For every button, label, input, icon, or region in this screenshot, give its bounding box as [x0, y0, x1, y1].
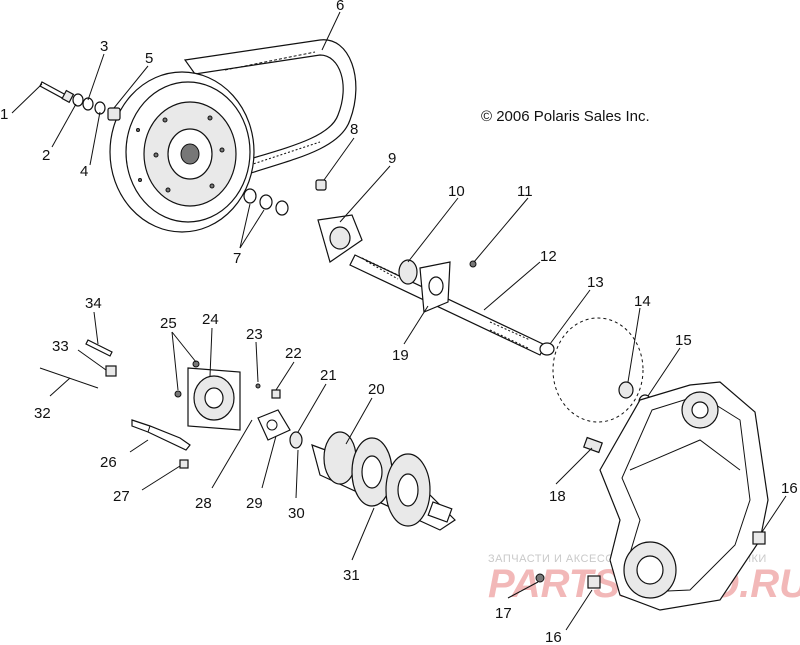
clip-33 — [105, 365, 117, 377]
callout-10: 10 — [448, 183, 465, 200]
callout-5: 5 — [145, 50, 153, 67]
snap-ring-13 — [539, 342, 555, 356]
leader-lines — [11, 11, 787, 631]
screw-34 — [85, 339, 113, 357]
seal-14 — [618, 381, 634, 399]
callout-20: 20 — [368, 381, 385, 398]
callout-4: 4 — [80, 163, 88, 180]
callout-6: 6 — [336, 0, 344, 14]
bushing-21 — [289, 431, 303, 449]
callout-23: 23 — [246, 326, 263, 343]
callout-13: 13 — [587, 274, 604, 291]
callout-9: 9 — [388, 150, 396, 167]
grease-fitting-11 — [469, 260, 477, 268]
callout-21: 21 — [320, 367, 337, 384]
clutch-sheave — [109, 71, 255, 233]
bearing-plate-24 — [187, 367, 241, 431]
speed-sensor-26 — [131, 419, 191, 451]
callout-27: 27 — [113, 488, 130, 505]
spacer-7c — [275, 200, 289, 216]
callout-18: 18 — [549, 488, 566, 505]
bolt-25a — [192, 360, 200, 368]
gear-cluster — [311, 431, 456, 531]
bolt-18 — [583, 436, 603, 454]
callout-19: 19 — [392, 347, 409, 364]
callout-31: 31 — [343, 567, 360, 584]
callout-17: 17 — [495, 605, 512, 622]
bolt-8 — [315, 179, 327, 191]
washer-2 — [72, 93, 84, 107]
callout-15: 15 — [675, 332, 692, 349]
callout-28: 28 — [195, 495, 212, 512]
gasket-disc — [552, 317, 644, 423]
callout-2: 2 — [42, 147, 50, 164]
nut-16-bottom — [587, 575, 601, 589]
bolt-25b — [174, 390, 182, 398]
callout-8: 8 — [350, 121, 358, 138]
clutch-bolt — [39, 81, 75, 104]
pin-22 — [271, 389, 281, 399]
callout-1: 1 — [0, 106, 8, 123]
pin-23 — [255, 383, 261, 389]
callout-34: 34 — [85, 295, 102, 312]
spacer-7b — [259, 194, 273, 210]
callout-25: 25 — [160, 315, 177, 332]
chaincase-cover — [599, 381, 769, 611]
bushing-5 — [107, 107, 121, 121]
spacer-7a — [243, 188, 257, 204]
callout-26: 26 — [100, 454, 117, 471]
callout-12: 12 — [540, 248, 557, 265]
wire-32 — [39, 367, 99, 389]
callout-22: 22 — [285, 345, 302, 362]
callout-14: 14 — [634, 293, 651, 310]
bearing-flange-9 — [317, 214, 363, 263]
callout-11: 11 — [517, 183, 533, 200]
gasket-29 — [257, 409, 291, 441]
callout-32: 32 — [34, 405, 51, 422]
callout-33: 33 — [52, 338, 69, 355]
washer-3 — [82, 97, 94, 111]
callout-30: 30 — [288, 505, 305, 522]
callout-29: 29 — [246, 495, 263, 512]
callout-16-bottom: 16 — [545, 629, 562, 645]
washer-17 — [535, 573, 545, 583]
driveshaft — [349, 254, 546, 356]
copyright-notice: © 2006 Polaris Sales Inc. — [481, 108, 650, 125]
nut-16-right — [752, 531, 766, 545]
callout-16-right: 16 — [781, 480, 798, 497]
callout-7: 7 — [233, 250, 241, 267]
callout-3: 3 — [100, 38, 108, 55]
screw-27 — [179, 459, 189, 469]
callout-24: 24 — [202, 311, 219, 328]
